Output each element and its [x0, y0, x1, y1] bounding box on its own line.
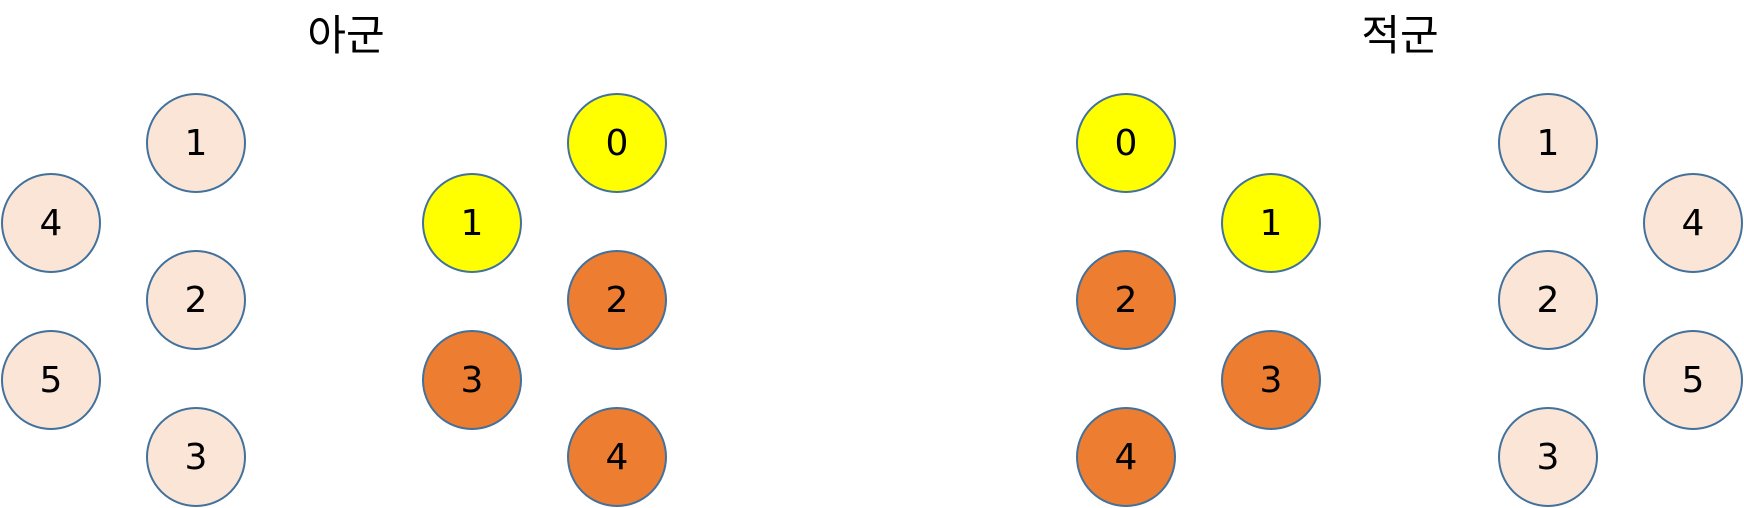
- ally-deployed-unit: 3: [422, 330, 522, 430]
- enemy-deployed-unit: 3: [1221, 330, 1321, 430]
- enemy-title: 적군: [1361, 11, 1439, 60]
- ally-reserve-unit: 5: [1, 330, 101, 430]
- ally-reserve-unit: 1: [146, 93, 246, 193]
- ally-deployed-unit: 1: [422, 173, 522, 273]
- enemy-deployed-unit: 1: [1221, 173, 1321, 273]
- enemy-deployed-unit: 2: [1076, 250, 1176, 350]
- enemy-reserve-unit: 4: [1643, 173, 1743, 273]
- ally-deployed-unit: 2: [567, 250, 667, 350]
- ally-deployed-unit: 0: [567, 93, 667, 193]
- enemy-reserve-unit: 2: [1498, 250, 1598, 350]
- enemy-deployed-unit: 4: [1076, 407, 1176, 507]
- enemy-reserve-unit: 1: [1498, 93, 1598, 193]
- enemy-deployed-unit: 0: [1076, 93, 1176, 193]
- enemy-reserve-unit: 5: [1643, 330, 1743, 430]
- enemy-reserve-unit: 3: [1498, 407, 1598, 507]
- ally-reserve-unit: 2: [146, 250, 246, 350]
- ally-reserve-unit: 4: [1, 173, 101, 273]
- ally-title: 아군: [307, 11, 385, 60]
- ally-deployed-unit: 4: [567, 407, 667, 507]
- ally-reserve-unit: 3: [146, 407, 246, 507]
